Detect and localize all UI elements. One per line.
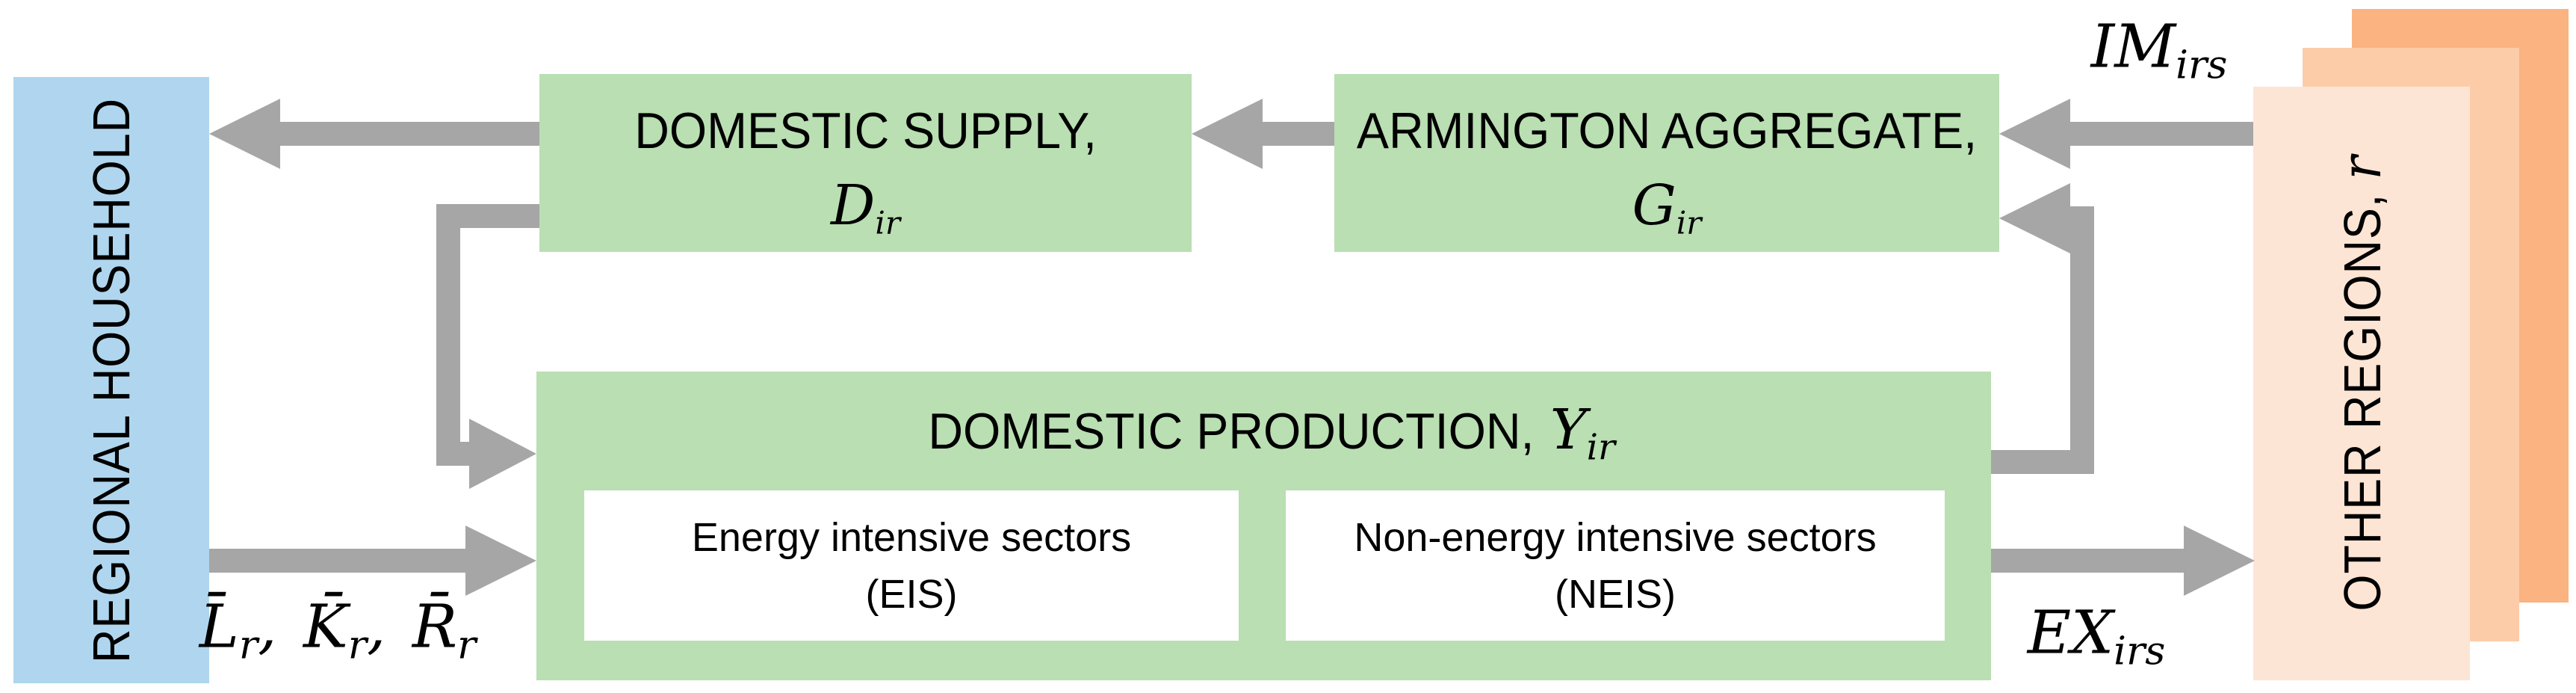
armington-symbol: Gir	[1632, 173, 1702, 241]
arrow-exports-head	[2184, 526, 2255, 596]
eis-sector-box: Energy intensive sectors (EIS)	[584, 490, 1239, 641]
domestic-supply-symbol: Dir	[831, 173, 900, 241]
regional-household-box: REGIONAL HOUSEHOLD	[13, 77, 209, 683]
neis-sector-box: Non-energy intensive sectors (NEIS)	[1286, 490, 1945, 641]
other-regions-label: OTHER REGIONS, r	[2329, 155, 2394, 612]
armington-title: ARMINGTON AGGREGATE,	[1356, 102, 1978, 159]
endowments-label: L̄r, K̄r, R̄r	[199, 591, 477, 668]
armington-aggregate-box: ARMINGTON AGGREGATE, Gir	[1334, 74, 1999, 252]
domestic-supply-title: DOMESTIC SUPPLY,	[634, 102, 1097, 159]
arrow-supply-to-production-shaft	[436, 204, 539, 466]
neis-label-line1: Non-energy intensive sectors	[1354, 514, 1877, 560]
imports-label: IMirs	[2090, 11, 2228, 88]
arrow-supply-to-production-head	[469, 419, 536, 489]
domestic-production-title: DOMESTIC PRODUCTION,Yir	[928, 398, 1615, 469]
neis-label-line2: (NEIS)	[1555, 571, 1676, 617]
domestic-production-box: DOMESTIC PRODUCTION,Yir Energy intensive…	[536, 372, 1991, 680]
arrow-production-to-armington-shaft	[1991, 206, 2094, 474]
arrow-supply-to-household-head	[209, 99, 280, 169]
arrow-endowments-head	[465, 526, 536, 596]
arrow-armington-to-supply-head	[1192, 99, 1263, 169]
eis-label-line2: (EIS)	[865, 571, 958, 617]
other-regions-box-front: OTHER REGIONS, r	[2253, 87, 2470, 680]
regions-index-symbol: r	[2329, 155, 2394, 180]
arrow-production-to-armington-head	[1999, 183, 2070, 253]
eis-label-line1: Energy intensive sectors	[691, 514, 1132, 560]
arrow-imports-head	[1999, 99, 2070, 169]
exports-label: EXirs	[2027, 597, 2166, 674]
regional-household-label: REGIONAL HOUSEHOLD	[82, 97, 140, 663]
domestic-supply-box: DOMESTIC SUPPLY, Dir	[539, 74, 1192, 252]
